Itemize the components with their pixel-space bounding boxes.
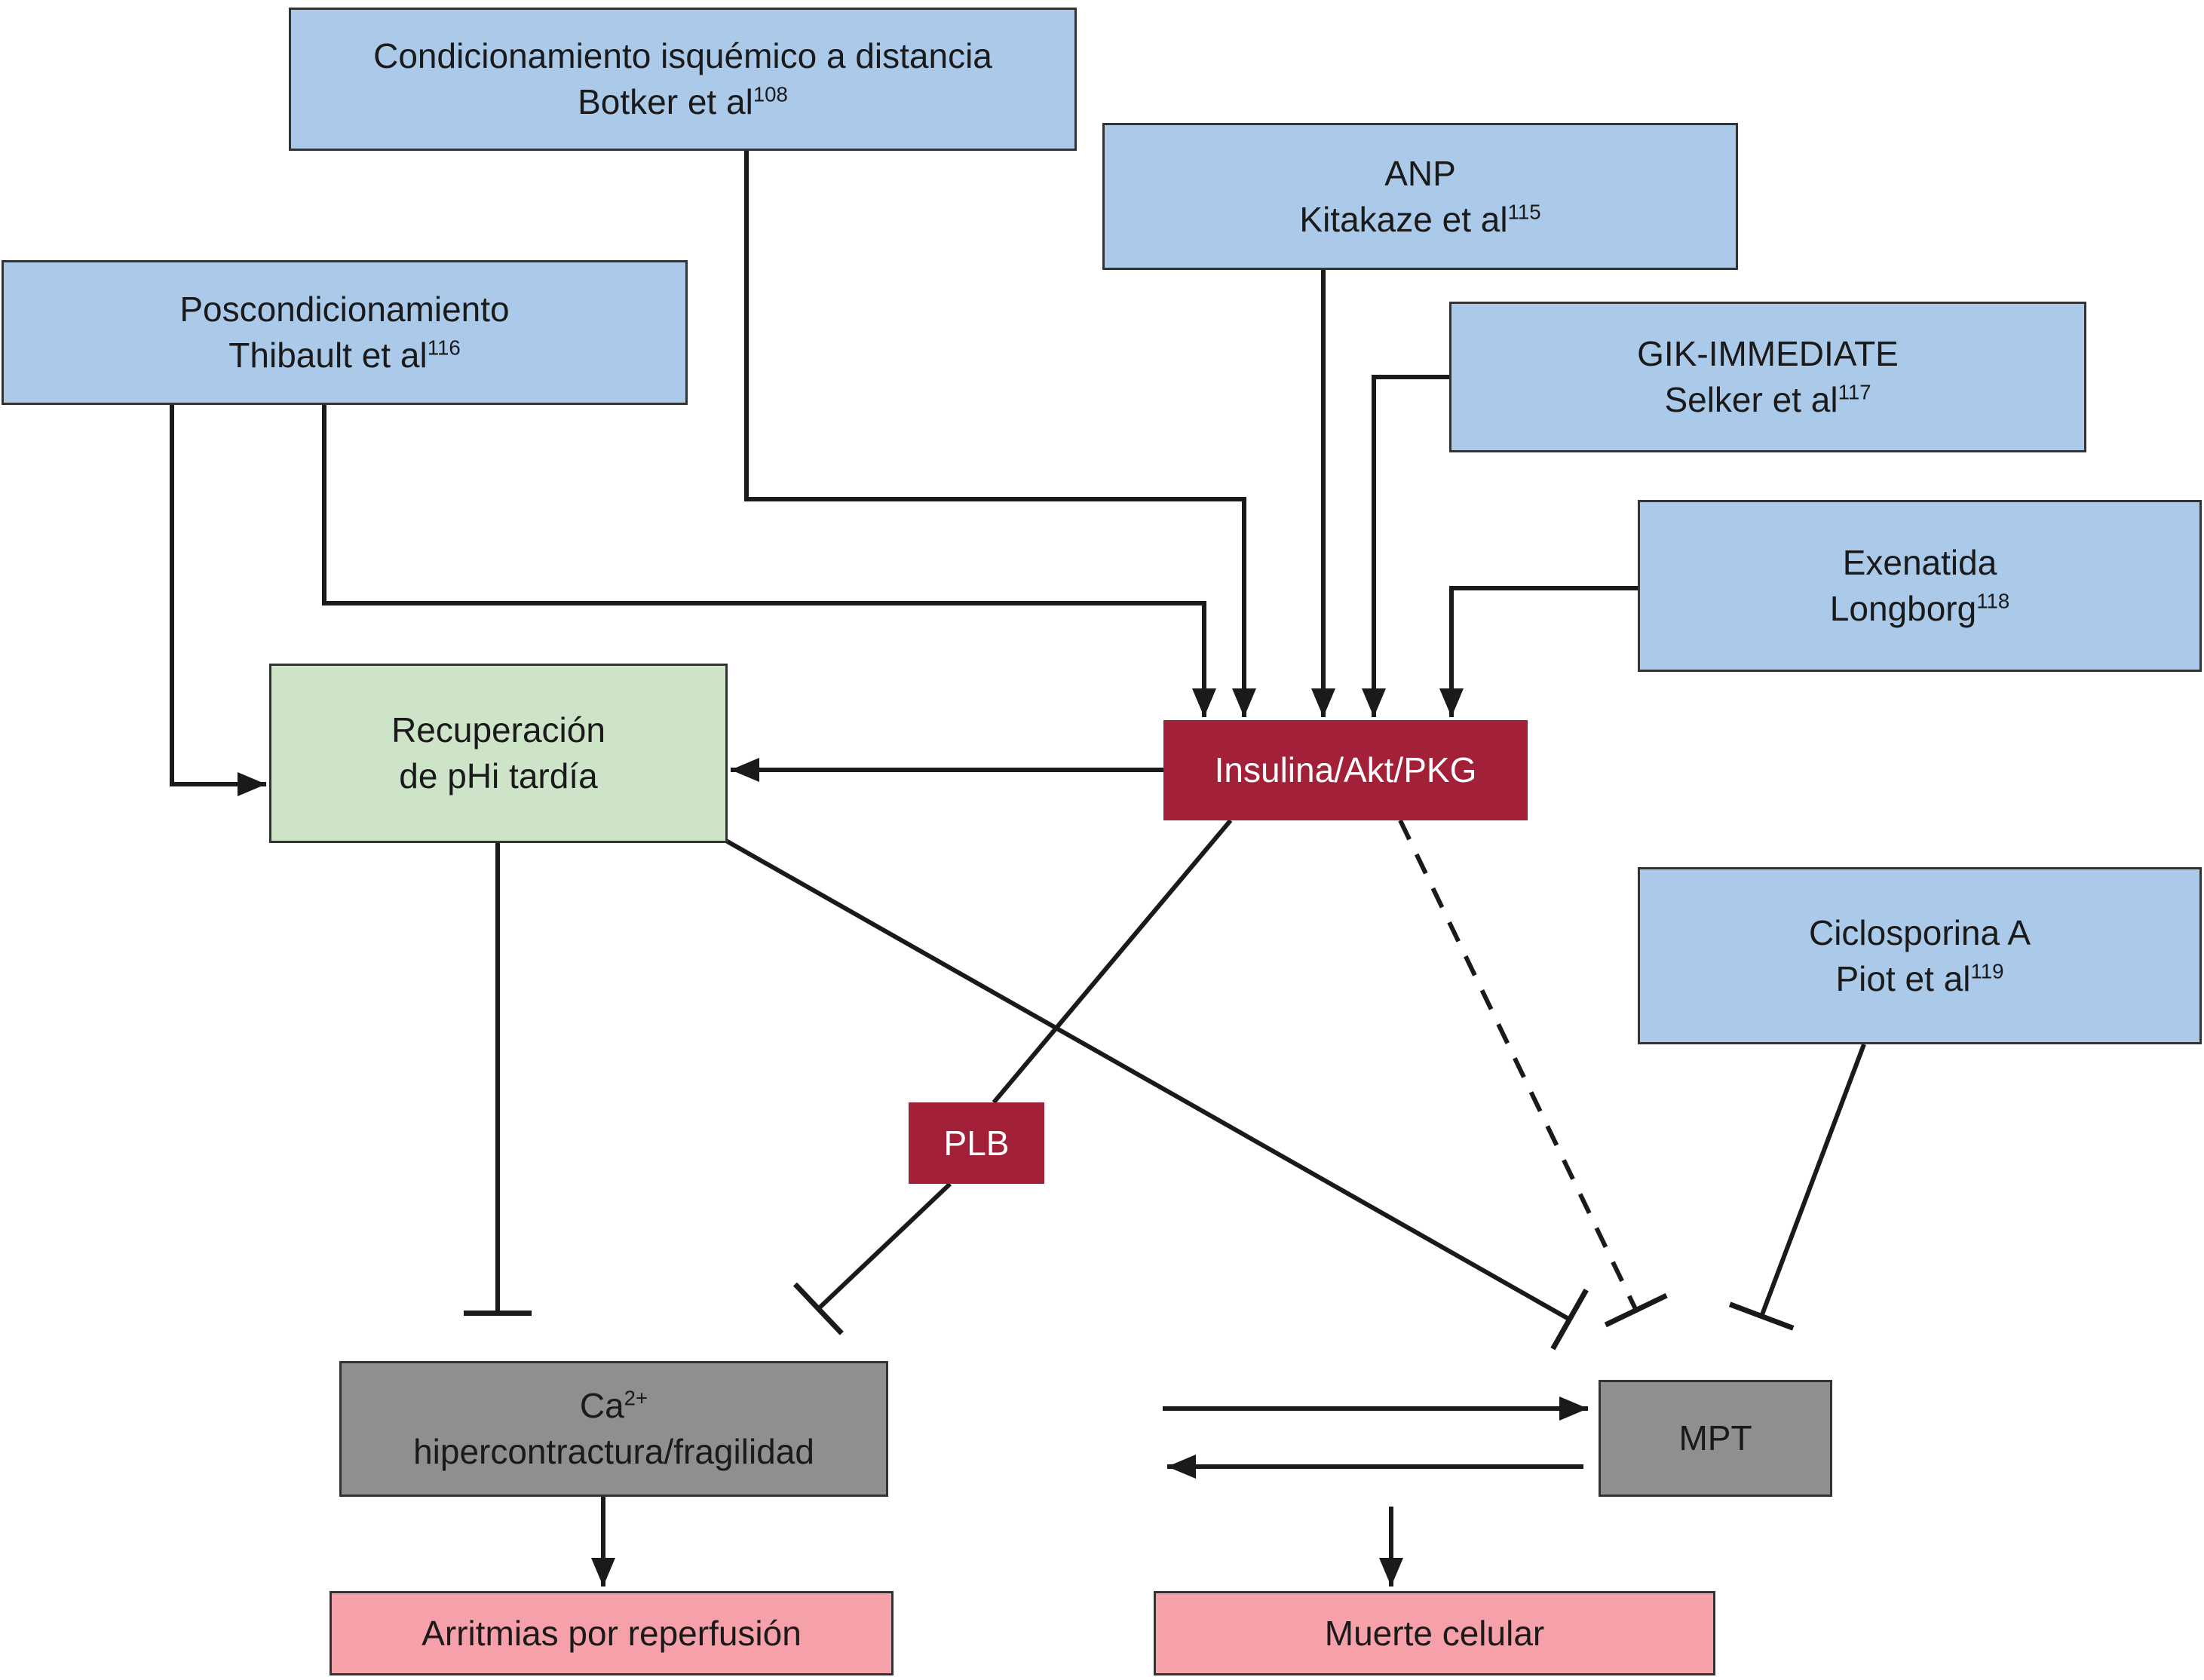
box-postconditioning: Poscondicionamiento Thibault et al116 [2, 260, 688, 405]
inhibit-cyclosporine-to-mpt [1728, 1043, 1866, 1331]
inhibit-phi-recovery-to-mpt [725, 838, 1589, 1350]
box-citation: Longborg118 [1829, 589, 2010, 628]
box-title: ANP [1384, 153, 1456, 193]
arrow-remote-conditioning-to-insulin [744, 151, 1256, 717]
box-title: Ca2+ [579, 1386, 648, 1426]
box-citation: Piot et al119 [1835, 958, 2004, 998]
box-citation: Thibault et al116 [228, 336, 461, 375]
box-calcium-hypercontracture: Ca2+ hipercontractura/fragilidad [339, 1361, 888, 1497]
inhibit-dashed-insulin-to-mpt [1398, 819, 1668, 1328]
box-anp: ANP Kitakaze et al115 [1102, 123, 1738, 270]
superscript: 2+ [624, 1386, 648, 1410]
box-title: Recuperación [391, 710, 605, 750]
box-title: Condicionamiento isquémico a distancia [373, 36, 992, 76]
box-insulin-akt-pkg: Insulina/Akt/PKG [1163, 720, 1528, 820]
box-mpt: MPT [1599, 1380, 1832, 1497]
box-citation: Botker et al108 [578, 82, 788, 121]
box-plb: PLB [909, 1102, 1044, 1184]
arrow-postconditioning-to-insulin [322, 405, 1216, 717]
citation-ref: 116 [427, 336, 461, 360]
box-exenatide: Exenatida Longborg118 [1638, 500, 2202, 672]
citation-ref: 118 [1976, 589, 2010, 613]
box-title-line2: de pHi tardía [399, 756, 598, 796]
box-title: Exenatida [1842, 543, 1997, 583]
box-title: Muerte celular [1324, 1613, 1545, 1653]
box-remote-ischemic-conditioning: Condicionamiento isquémico a distancia B… [289, 8, 1077, 151]
arrow-exenatide-to-insulin [1439, 586, 1638, 717]
box-title-line2: hipercontractura/fragilidad [413, 1432, 814, 1471]
inhibit-plb-to-calcium [792, 1182, 952, 1335]
arrow-gik-to-insulin [1362, 375, 1449, 717]
box-title: Poscondicionamiento [179, 290, 510, 330]
box-cyclosporine-a: Ciclosporina A Piot et al119 [1638, 867, 2202, 1044]
box-citation: Selker et al117 [1664, 380, 1871, 419]
box-title: Insulina/Akt/PKG [1214, 750, 1477, 790]
line-insulin-to-plb [992, 819, 1233, 1104]
citation-ref: 119 [1970, 959, 2004, 983]
box-title: Ciclosporina A [1808, 912, 2031, 952]
box-title: PLB [943, 1123, 1010, 1163]
box-citation: Kitakaze et al115 [1299, 199, 1541, 239]
box-reperfusion-arrhythmias: Arritmias por reperfusión [330, 1591, 894, 1675]
box-title: Arritmias por reperfusión [421, 1613, 802, 1653]
box-title: GIK-IMMEDIATE [1637, 334, 1899, 374]
box-cell-death: Muerte celular [1154, 1591, 1715, 1675]
box-phi-recovery: Recuperación de pHi tardía [269, 664, 728, 843]
box-gik-immediate: GIK-IMMEDIATE Selker et al117 [1449, 302, 2086, 452]
citation-ref: 117 [1838, 380, 1871, 404]
citation-ref: 108 [753, 82, 788, 106]
citation-ref: 115 [1507, 200, 1541, 224]
box-title: MPT [1678, 1418, 1752, 1458]
arrow-postconditioning-to-phi-recovery [170, 405, 266, 796]
